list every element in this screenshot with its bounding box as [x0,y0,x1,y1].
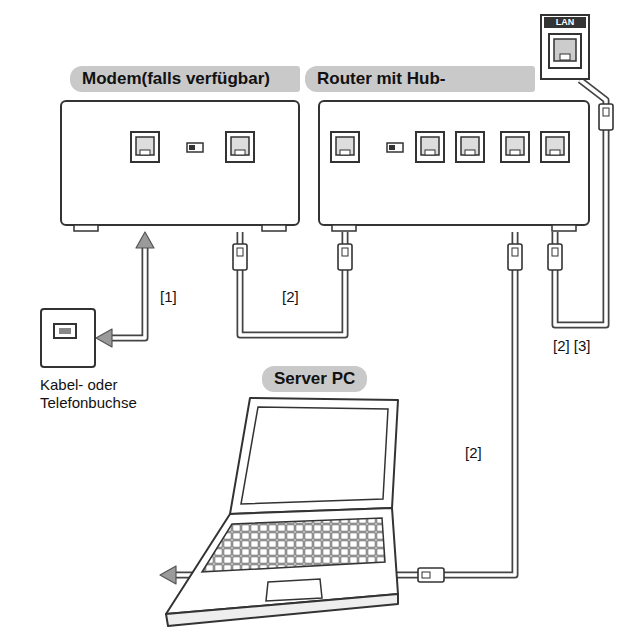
server-laptop-drawing [160,396,405,628]
wall-socket: Kabel- oder Telefonbuchse [40,308,96,368]
plug-clip [512,248,518,256]
network-cable [160,232,515,584]
router-drawing [318,100,590,234]
rj45-plug [418,568,444,582]
plug-clip [552,248,558,256]
plug-body [548,244,562,270]
callout-number: [2] [463,444,484,462]
plug-body [418,568,444,582]
callout-number: [1] [158,288,179,306]
router: Router mit Hub- [318,66,590,232]
callout-number: [2] [280,288,301,306]
plug-clip [237,248,243,256]
network-cable [240,232,345,335]
device-heading: Server PC [262,366,367,392]
socket-label: Kabel- oder Telefonbuchse [40,376,152,412]
plug-clip [603,108,609,116]
network-cable [96,232,154,347]
device-heading: Router mit Hub- [305,66,535,92]
callout-number: [2] [3] [551,337,593,355]
plug-body [599,104,613,130]
plug-body [233,244,247,270]
wall-socket-drawing [40,308,96,368]
arrow-head [136,232,154,248]
cable-outline [240,232,345,335]
plug-body [338,244,352,270]
rj45-plug [233,244,247,270]
lan-port: LAN [540,14,590,80]
plug-body [508,244,522,270]
rj45-plug [508,244,522,270]
plug-clip [342,248,348,256]
modem-drawing [60,100,300,234]
cable-core [110,246,145,338]
arrow-head [96,329,112,347]
modem: Modem(falls verfügbar) [60,66,300,232]
server-laptop: Server PC [160,366,405,628]
rj45-plug [599,104,613,130]
rj45-plug [548,244,562,270]
cable-core [240,232,345,335]
rj45-plug [338,244,352,270]
device-heading: Modem(falls verfügbar) [70,66,300,92]
plug-clip [422,572,430,578]
port-label: LAN [544,17,586,27]
arrow-head [160,566,176,584]
cable-outline [110,246,145,338]
